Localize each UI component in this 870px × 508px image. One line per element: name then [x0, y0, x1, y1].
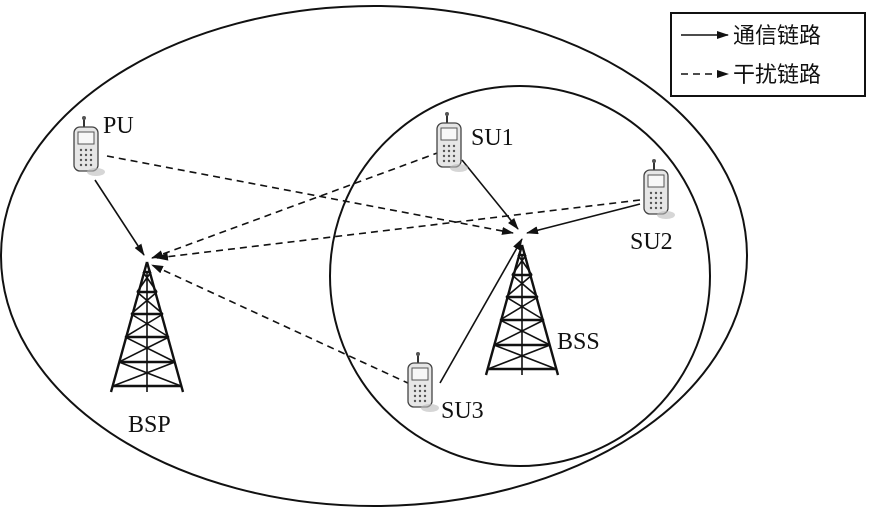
su1-phone-icon [436, 111, 469, 173]
bss-label: BSS [557, 329, 600, 355]
interference-su2-bsp [156, 199, 641, 261]
pu-label: PU [103, 113, 134, 139]
su1-label: SU1 [471, 125, 514, 151]
su2-label: SU2 [630, 229, 673, 255]
link-su3-bss [439, 238, 523, 384]
legend: 通信链路 干扰链路 [670, 12, 866, 97]
legend-interference-label: 干扰链路 [733, 63, 821, 88]
primary-network-boundary [0, 5, 748, 507]
link-su2-bss [526, 203, 641, 235]
link-pu-bsp [94, 179, 145, 256]
interference-su3-bsp [151, 264, 411, 385]
bss-tower-icon [484, 243, 560, 377]
interference-su1-bsp [151, 151, 441, 259]
secondary-network-boundary [329, 85, 711, 467]
bsp-label: BSP [128, 412, 171, 438]
su3-phone-icon [407, 351, 440, 413]
interference-pu-bss [106, 155, 514, 235]
su2-phone-icon [643, 158, 676, 220]
su3-label: SU3 [441, 398, 484, 424]
legend-box [670, 12, 866, 97]
legend-communication-label: 通信链路 [733, 24, 821, 49]
bsp-tower-icon [109, 260, 185, 394]
link-su1-bss [461, 159, 519, 230]
pu-phone-icon [73, 115, 106, 177]
